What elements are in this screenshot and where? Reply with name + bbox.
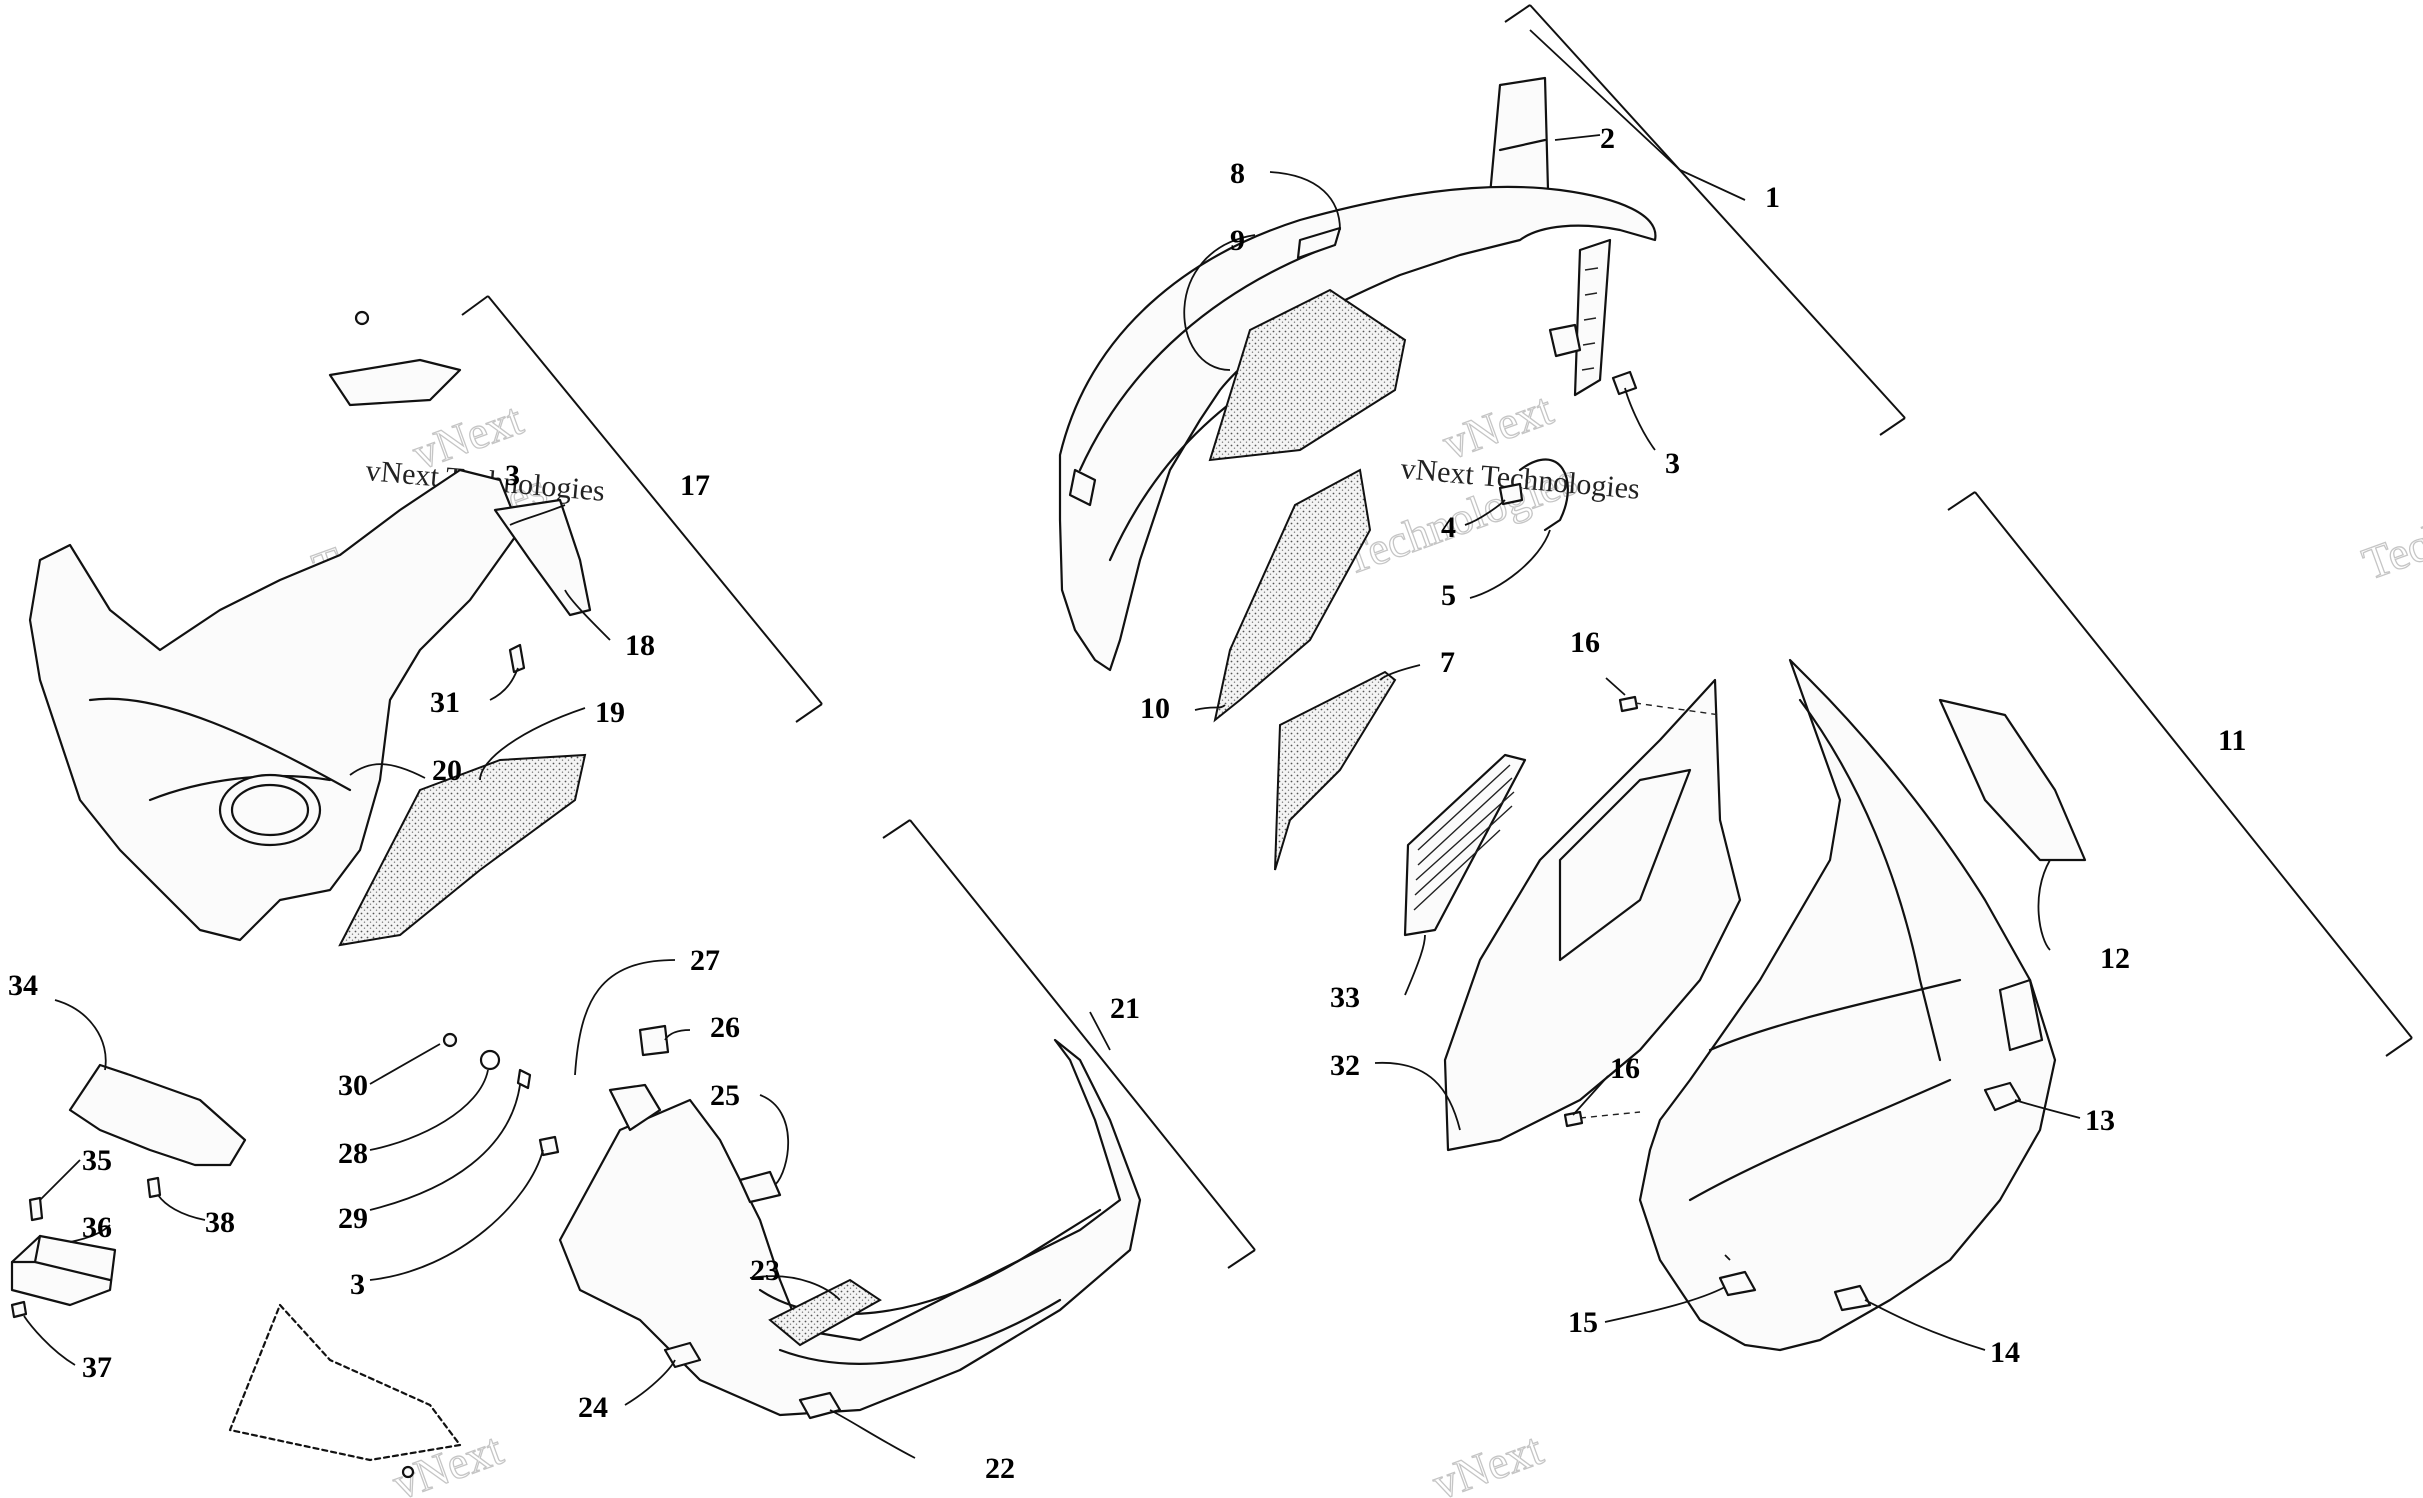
- callout-25: 25: [710, 1079, 740, 1112]
- part-31-clip: [508, 643, 526, 674]
- callout-1: 1: [1765, 181, 1780, 214]
- callout-18: 18: [625, 629, 655, 662]
- callout-16-top: 16: [1570, 626, 1600, 659]
- part-13-plug: [1983, 1081, 2022, 1112]
- callout-35: 35: [82, 1144, 112, 1177]
- part-12-side-decal: [1938, 698, 2087, 862]
- bracket-group-21: [909, 819, 1256, 1251]
- callout-19: 19: [595, 696, 625, 729]
- callout-20: 20: [432, 754, 462, 787]
- part-22-plug: [798, 1391, 842, 1420]
- part-ghost-bracket: [228, 1303, 462, 1462]
- callout-4: 4: [1441, 511, 1456, 544]
- belly-pan-assembly: [228, 1024, 1142, 1479]
- part-right-bracket: [1573, 238, 1612, 397]
- part-30-screw: [442, 1032, 458, 1048]
- part-lower-grille-dark: [1998, 978, 2044, 1052]
- callout-14: 14: [1990, 1336, 2020, 1369]
- console-assembly: [28, 310, 592, 947]
- part-15-plug: [1718, 1270, 1757, 1297]
- part-3-clip-lower: [538, 1135, 560, 1157]
- part-8-decal-strip: [1296, 226, 1342, 260]
- callout-31: 31: [430, 686, 460, 719]
- callout-3-lower: 3: [350, 1268, 365, 1301]
- bracket-group-1: [1529, 4, 1906, 419]
- part-36-module: [10, 1234, 117, 1307]
- part-9-decal-panel: [1208, 288, 1407, 462]
- watermark-tech-3: Technologies: [2356, 458, 2423, 590]
- part-10-side-decal: [1213, 468, 1372, 723]
- callout-30: 30: [338, 1069, 368, 1102]
- part-17-console: [28, 468, 522, 942]
- small-parts: [10, 1063, 247, 1319]
- part-small-mount: [1548, 323, 1582, 358]
- part-top-bracket: [328, 358, 462, 407]
- part-27-bracket: [608, 1083, 662, 1132]
- callout-29: 29: [338, 1202, 368, 1235]
- callout-9: 9: [1230, 224, 1245, 257]
- callout-13: 13: [2085, 1104, 2115, 1137]
- part-32-side-panel: [1443, 678, 1742, 1152]
- callout-24: 24: [578, 1391, 608, 1424]
- part-38-screw: [146, 1176, 162, 1199]
- callout-8: 8: [1230, 157, 1245, 190]
- part-11-side-hood: [1638, 658, 2057, 1352]
- part-2-windshield-tip: [1488, 76, 1550, 197]
- callout-38: 38: [205, 1206, 235, 1239]
- side-panel-assembly: [1403, 658, 2087, 1352]
- callout-5: 5: [1441, 579, 1456, 612]
- leader-lines: [23, 29, 2081, 1459]
- group-brackets: [461, 4, 2413, 1269]
- callout-28: 28: [338, 1137, 368, 1170]
- callout-10: 10: [1140, 692, 1170, 725]
- callout-33: 33: [1330, 981, 1360, 1014]
- part-35-screw: [28, 1196, 44, 1222]
- callout-23: 23: [750, 1254, 780, 1287]
- watermark-vnext-3: vNext: [386, 1423, 509, 1498]
- part-5-bracket: [1518, 458, 1569, 532]
- callout-11: 11: [2218, 724, 2246, 757]
- callout-21: 21: [1110, 992, 1140, 1025]
- callout-labels: 2 1 8 9 3 4 5 7 10 16 11 12 13 14 15 16 …: [8, 122, 2246, 1485]
- part-26-nut: [638, 1024, 670, 1057]
- part-34-cover: [68, 1063, 247, 1167]
- part-16-screw-top: [1618, 695, 1639, 713]
- part-3-clip-top: [1611, 370, 1638, 396]
- bracket-group-11: [1974, 491, 2413, 1039]
- part-25-fastener: [738, 1170, 782, 1204]
- part-37-clip: [10, 1300, 28, 1319]
- callout-37: 37: [82, 1351, 112, 1384]
- callout-3-console: 3: [505, 459, 520, 492]
- watermark-layer: vNext Technologies vNext Technologies Te…: [305, 382, 2423, 1498]
- part-18-trim: [493, 498, 592, 617]
- bracket-group-17: [487, 295, 823, 705]
- part-23-decal: [768, 1278, 882, 1347]
- part-28-washer: [479, 1049, 501, 1071]
- callout-12: 12: [2100, 942, 2130, 975]
- callout-26: 26: [710, 1011, 740, 1044]
- part-1-top-cowl: [1058, 185, 1657, 672]
- callout-3-top: 3: [1665, 447, 1680, 480]
- part-bottom-screw: [401, 1465, 415, 1479]
- callout-16-bottom: 16: [1610, 1052, 1640, 1085]
- callout-34: 34: [8, 969, 38, 1002]
- callout-36: 36: [82, 1211, 112, 1244]
- part-29-nut: [516, 1068, 532, 1090]
- callout-32: 32: [1330, 1049, 1360, 1082]
- callout-17: 17: [680, 469, 710, 502]
- part-7-small-decal: [1274, 670, 1397, 871]
- callout-22: 22: [985, 1452, 1015, 1485]
- part-console-opening: [218, 773, 322, 847]
- windshield-assembly: [1058, 76, 1657, 871]
- callout-2: 2: [1600, 122, 1615, 155]
- part-14-plug: [1833, 1284, 1872, 1312]
- callout-27: 27: [690, 944, 720, 977]
- callout-15: 15: [1568, 1306, 1598, 1339]
- part-4-bolt: [1498, 482, 1524, 506]
- callout-7: 7: [1440, 646, 1455, 679]
- part-19-decal: [338, 753, 587, 947]
- watermark-vnext-4: vNext: [1426, 1423, 1549, 1498]
